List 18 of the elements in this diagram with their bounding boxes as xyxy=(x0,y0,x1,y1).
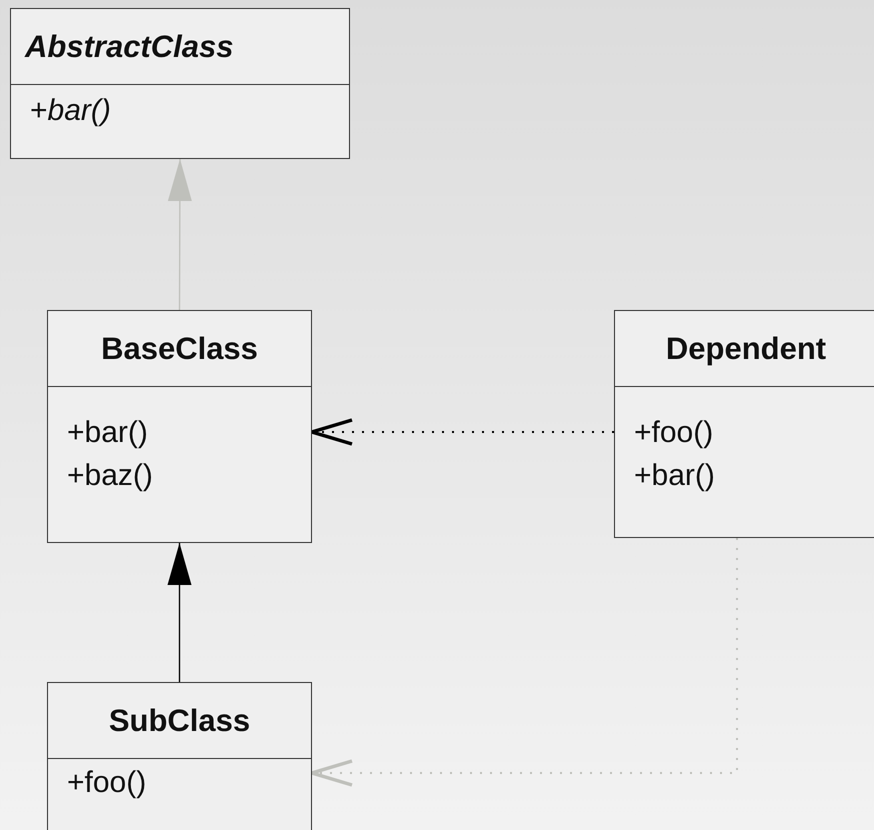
class-box xyxy=(614,310,874,538)
method-name: +foo() xyxy=(634,415,714,451)
method-name: +bar() xyxy=(67,415,148,451)
method-name: +foo() xyxy=(67,765,146,801)
class-box xyxy=(47,310,312,543)
method-name: +baz() xyxy=(67,458,153,494)
class-name: Dependent xyxy=(615,311,874,387)
class-name: SubClass xyxy=(48,683,311,759)
class-box xyxy=(10,8,350,159)
inheritance-arrow xyxy=(168,159,192,310)
method-name: +bar() xyxy=(30,93,111,129)
dependency-arrow xyxy=(310,538,738,787)
method-name: +bar() xyxy=(634,458,715,494)
class-name: AbstractClass xyxy=(11,9,349,85)
inheritance-arrow xyxy=(168,543,192,682)
class-box xyxy=(47,682,312,830)
class-name: BaseClass xyxy=(48,311,311,387)
dependency-arrow xyxy=(310,418,614,446)
